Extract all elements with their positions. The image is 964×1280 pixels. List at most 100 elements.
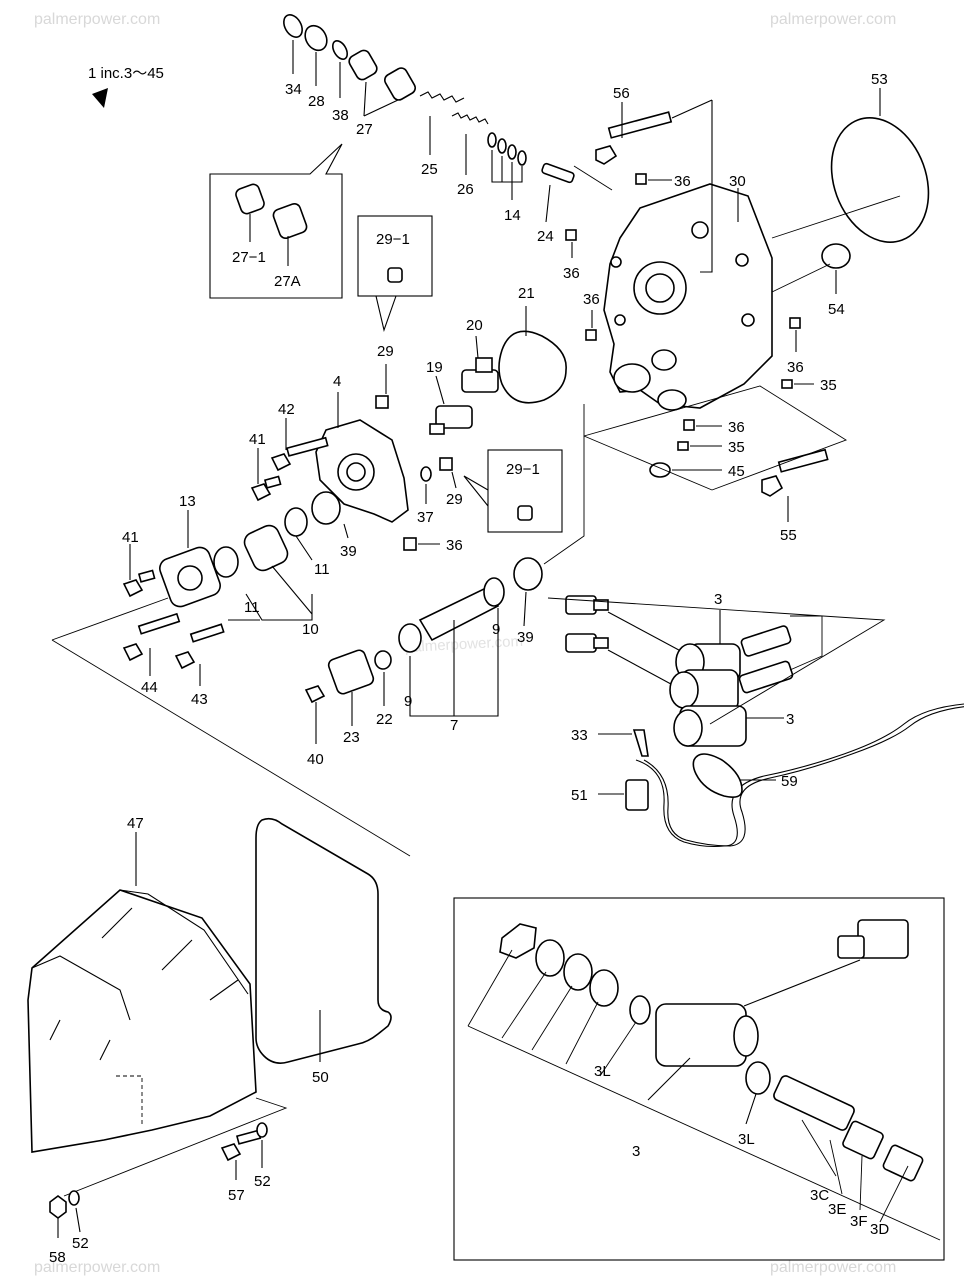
label-36-c: 36	[583, 291, 600, 308]
solenoid-breakdown-inset	[453, 897, 945, 1261]
part-19-gear	[429, 375, 473, 435]
part-56-bolt	[595, 102, 673, 165]
label-51: 51	[571, 787, 588, 804]
label-35-b: 35	[728, 439, 745, 456]
part-23-plate	[327, 649, 375, 726]
part-24-valve	[541, 162, 575, 223]
label-36-e: 36	[728, 419, 745, 436]
label-40: 40	[307, 751, 324, 768]
label-21: 21	[518, 285, 535, 302]
part-38-o-ring	[331, 40, 349, 98]
part-13-cover	[159, 510, 221, 608]
label-58: 58	[49, 1249, 66, 1266]
watermark-bottom-left: palmerpower.com	[34, 1259, 160, 1276]
part-28-plug	[304, 24, 328, 86]
part-29-pin	[375, 364, 457, 489]
label-13: 13	[179, 493, 196, 510]
part-22-plug	[374, 650, 392, 706]
label-3C: 3C	[810, 1187, 829, 1204]
label-29-b: 29	[446, 491, 463, 508]
part-39-o-ring-a	[311, 491, 349, 539]
inset-box-27	[209, 143, 343, 299]
inset-box-29-1-lower	[463, 449, 563, 533]
label-7: 7	[450, 717, 458, 734]
label-29-1-a: 29−1	[376, 231, 410, 248]
label-3D: 3D	[870, 1221, 889, 1238]
label-11-a: 11	[314, 561, 330, 578]
label-9-b: 9	[492, 621, 500, 638]
part-21-gasket	[498, 306, 567, 404]
part-39-o-ring-b	[513, 404, 585, 627]
label-55: 55	[780, 527, 797, 544]
inset-box-29-1-upper	[357, 215, 433, 332]
part-4-pump-cover	[315, 392, 409, 523]
solenoid-leader-lines	[547, 597, 886, 725]
label-50: 50	[312, 1069, 329, 1086]
label-41-a: 41	[249, 431, 266, 448]
part-3-solenoid-lower	[673, 705, 784, 747]
label-43: 43	[191, 691, 208, 708]
label-4: 4	[333, 373, 341, 390]
watermark-bottom-right: palmerpower.com	[770, 1259, 896, 1276]
part-30-housing	[603, 99, 773, 411]
label-59: 59	[781, 773, 798, 790]
label-3-a: 3	[714, 591, 722, 608]
label-30: 30	[729, 173, 746, 190]
label-42: 42	[278, 401, 295, 418]
part-7-strainer	[398, 577, 505, 717]
label-26: 26	[457, 181, 474, 198]
label-53: 53	[871, 71, 888, 88]
label-11-b: 11	[244, 599, 260, 616]
part-14-shims	[487, 132, 527, 200]
label-35-a: 35	[820, 377, 837, 394]
label-24: 24	[537, 228, 554, 245]
part-51-harness	[598, 703, 964, 848]
label-37: 37	[417, 509, 434, 526]
part-54-o-ring	[821, 243, 851, 294]
part-47-oil-pan	[27, 832, 288, 1197]
label-3-b: 3	[786, 711, 794, 728]
part-10-strainer	[213, 507, 313, 621]
part-50-gasket	[255, 817, 392, 1064]
label-29-1-b: 29−1	[506, 461, 540, 478]
label-19: 19	[426, 359, 443, 376]
label-29-a: 29	[377, 343, 394, 360]
label-14: 14	[504, 207, 521, 224]
label-3F: 3F	[850, 1213, 868, 1230]
part-59-band	[692, 753, 776, 798]
part-strainer-leader	[51, 597, 411, 857]
label-57: 57	[228, 1187, 245, 1204]
watermark-top-right: palmerpower.com	[770, 11, 896, 28]
label-27: 27	[356, 121, 373, 138]
label-9-a: 9	[404, 693, 412, 710]
label-38: 38	[332, 107, 349, 124]
label-27-1: 27−1	[232, 249, 266, 266]
label-3L-b: 3L	[738, 1131, 755, 1148]
part-53-o-ring	[830, 88, 930, 243]
label-52-a: 52	[254, 1173, 271, 1190]
part-52-washer-a	[256, 1122, 268, 1168]
label-3-inset: 3	[632, 1143, 640, 1160]
label-20: 20	[466, 317, 483, 334]
part-36-plugs	[565, 173, 801, 431]
part-26-spring	[451, 112, 489, 175]
label-44: 44	[141, 679, 158, 696]
label-36-a: 36	[674, 173, 691, 190]
label-10: 10	[302, 621, 319, 638]
label-39-b: 39	[517, 629, 534, 646]
part-36-plug-f	[403, 537, 440, 551]
label-33: 33	[571, 727, 588, 744]
callout-labels: 34 28 38 27 25 26 14 24 56 53 36 30 36 5…	[49, 71, 889, 1266]
part-52-washer-b	[68, 1190, 81, 1233]
label-56: 56	[613, 85, 630, 102]
label-25: 25	[421, 161, 438, 178]
assembly-note: 1 inc.3～45	[88, 65, 164, 82]
label-47: 47	[127, 815, 144, 832]
part-42-bolt	[270, 418, 329, 472]
part-58-nut	[49, 1195, 67, 1238]
part-25-spring	[419, 91, 465, 155]
label-3L-a: 3L	[594, 1063, 611, 1080]
label-34: 34	[285, 81, 302, 98]
label-54: 54	[828, 301, 845, 318]
